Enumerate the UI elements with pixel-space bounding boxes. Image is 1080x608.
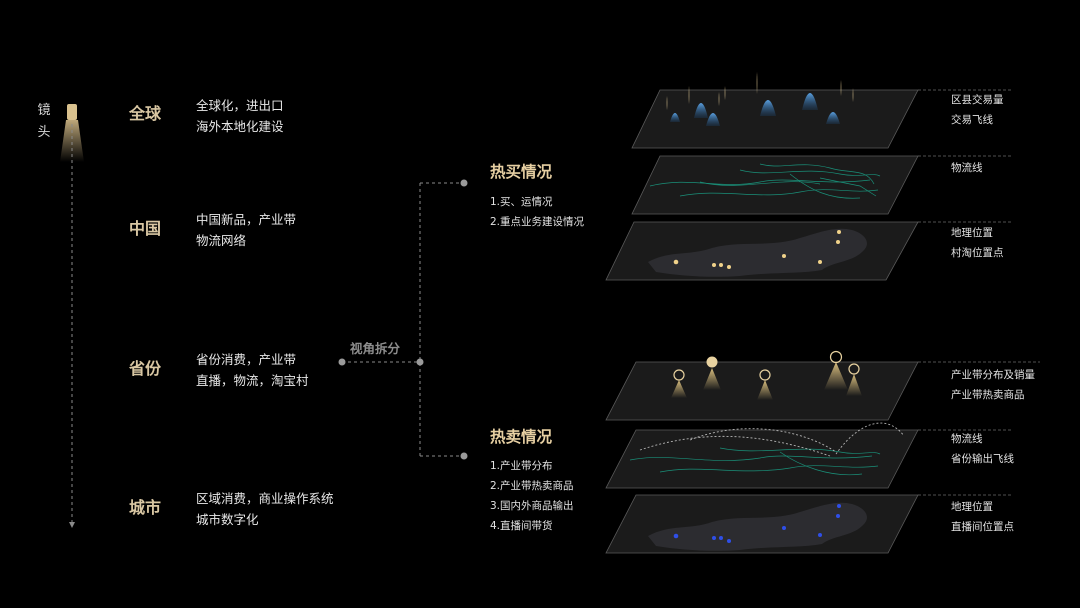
hot-sell-title: 热卖情况 <box>490 428 553 446</box>
level-desc-line: 城市数字化 <box>196 512 259 527</box>
level-desc-global: 全球化，进出口 海外本地化建设 <box>196 95 284 137</box>
layer-label-line: 直播间位置点 <box>951 521 1014 533</box>
layer-plane <box>605 429 919 489</box>
level-desc-line: 中国新品，产业带 <box>196 212 297 227</box>
level-desc-province: 省份消费，产业带 直播，物流，淘宝村 <box>196 349 309 391</box>
village-points <box>673 230 841 269</box>
layer-label-livestream: 地理位置 直播间位置点 <box>951 497 1014 537</box>
layer-label-geo: 地理位置 村淘位置点 <box>951 223 1004 263</box>
lens-arrow-head <box>69 522 75 528</box>
hot-buy-items: 1.买、运情况 2.重点业务建设情况 <box>490 192 584 232</box>
split-node <box>338 358 346 366</box>
layer-label-line: 地理位置 <box>951 227 993 239</box>
logistics-routes <box>649 163 881 199</box>
level-title-province: 省份 <box>129 359 162 378</box>
layer-label-line: 产业带分布及销量 <box>951 369 1035 381</box>
layer-plane <box>631 89 919 149</box>
level-title-global: 全球 <box>129 104 162 123</box>
china-map-silhouette <box>648 228 867 277</box>
level-desc-line: 物流网络 <box>196 233 247 248</box>
layer-label-volume: 区县交易量 交易飞线 <box>951 90 1004 130</box>
split-node <box>460 179 468 187</box>
lens-label: 镜 头 <box>37 100 51 144</box>
livestream-points <box>673 504 841 543</box>
hot-buy-item: 1.买、运情况 <box>490 196 553 208</box>
level-desc-line: 全球化，进出口 <box>196 98 284 113</box>
layer-label-line: 产业带热卖商品 <box>951 389 1025 401</box>
split-connector <box>342 182 464 457</box>
layer-plane <box>631 155 919 215</box>
lens-label-line1: 镜 <box>37 103 51 118</box>
layer-label-industry: 产业带分布及销量 产业带热卖商品 <box>951 365 1035 405</box>
split-node <box>460 452 468 460</box>
level-desc-line: 区域消费，商业操作系统 <box>196 491 334 506</box>
layer-label-line: 交易飞线 <box>951 114 993 126</box>
lens-camera-icon <box>60 104 84 162</box>
output-flight-arcs <box>639 422 905 457</box>
layer-label-logistics: 物流线 <box>951 158 983 178</box>
level-desc-line: 海外本地化建设 <box>196 119 284 134</box>
level-desc-china: 中国新品，产业带 物流网络 <box>196 209 296 251</box>
layer-label-line: 物流线 <box>951 433 983 445</box>
level-desc-city: 区域消费，商业操作系统 城市数字化 <box>196 488 334 530</box>
level-title-city: 城市 <box>129 498 162 517</box>
split-label: 视角拆分 <box>350 341 401 356</box>
logistics-routes <box>629 447 881 476</box>
hot-sell-item: 2.产业带热卖商品 <box>490 480 574 492</box>
layer-label-line: 省份输出飞线 <box>951 453 1014 465</box>
layer-label-line: 区县交易量 <box>951 94 1004 106</box>
level-desc-line: 省份消费，产业带 <box>196 352 297 367</box>
hot-sell-item: 1.产业带分布 <box>490 460 553 472</box>
layer-label-line: 地理位置 <box>951 501 993 513</box>
split-node <box>416 358 424 366</box>
layer-label-logistics-output: 物流线 省份输出飞线 <box>951 429 1014 469</box>
layer-label-line: 物流线 <box>951 162 983 174</box>
level-title-china: 中国 <box>129 219 162 238</box>
hot-sell-item: 4.直播间带货 <box>490 520 553 532</box>
hot-sell-items: 1.产业带分布 2.产业带热卖商品 3.国内外商品输出 4.直播间带货 <box>490 456 574 536</box>
lens-label-line2: 头 <box>37 125 51 140</box>
hot-sell-item: 3.国内外商品输出 <box>490 500 574 512</box>
volume-spikes <box>666 72 854 126</box>
level-desc-line: 直播，物流，淘宝村 <box>196 373 309 388</box>
hot-buy-item: 2.重点业务建设情况 <box>490 216 585 228</box>
industry-belt-markers <box>671 350 862 400</box>
layer-label-line: 村淘位置点 <box>951 247 1004 259</box>
china-map-silhouette <box>648 502 867 551</box>
hot-buy-title: 热买情况 <box>490 163 553 181</box>
